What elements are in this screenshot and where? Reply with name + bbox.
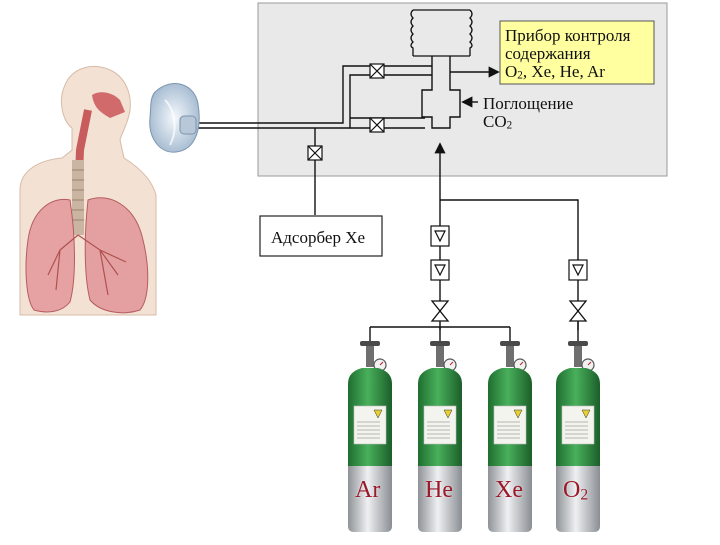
check-valve-icon [430, 259, 450, 281]
co2-absorption-line2: CO2 [483, 112, 513, 132]
monitor-box [499, 20, 655, 85]
valve-x-icon [307, 145, 323, 161]
cylinder-xe [488, 341, 532, 532]
xe-adsorber-label: Адсорбер Xe [271, 228, 366, 247]
shutoff-valve-icon [568, 300, 588, 322]
co2-absorption-line1: Поглощение [483, 94, 574, 113]
mask-icon [149, 83, 200, 153]
valve-x-icon [369, 117, 385, 133]
monitor-label-line1: Прибор контроля [505, 26, 631, 45]
cylinder-he [418, 341, 462, 532]
cylinder-label-he: He [425, 477, 453, 503]
piping [197, 56, 579, 345]
lungs-icon [19, 66, 157, 316]
check-valve-icon [430, 225, 450, 247]
shutoff-valve-icon [430, 300, 450, 322]
xe-adsorber-box [259, 215, 383, 257]
monitor-label-line3: O2, Xe, He, Ar [505, 62, 605, 82]
cylinder-label-ar: Ar [355, 477, 381, 503]
check-valve-icon [568, 259, 588, 281]
bellows-icon [410, 9, 473, 57]
valve-x-icon [369, 63, 385, 79]
cylinder-ar [348, 341, 392, 532]
cylinder-label-xe: Xe [495, 477, 523, 503]
cylinder-o2 [556, 341, 600, 532]
cylinder-label-o2: O2 [563, 477, 589, 504]
monitor-label-line2: содержания [505, 44, 591, 63]
